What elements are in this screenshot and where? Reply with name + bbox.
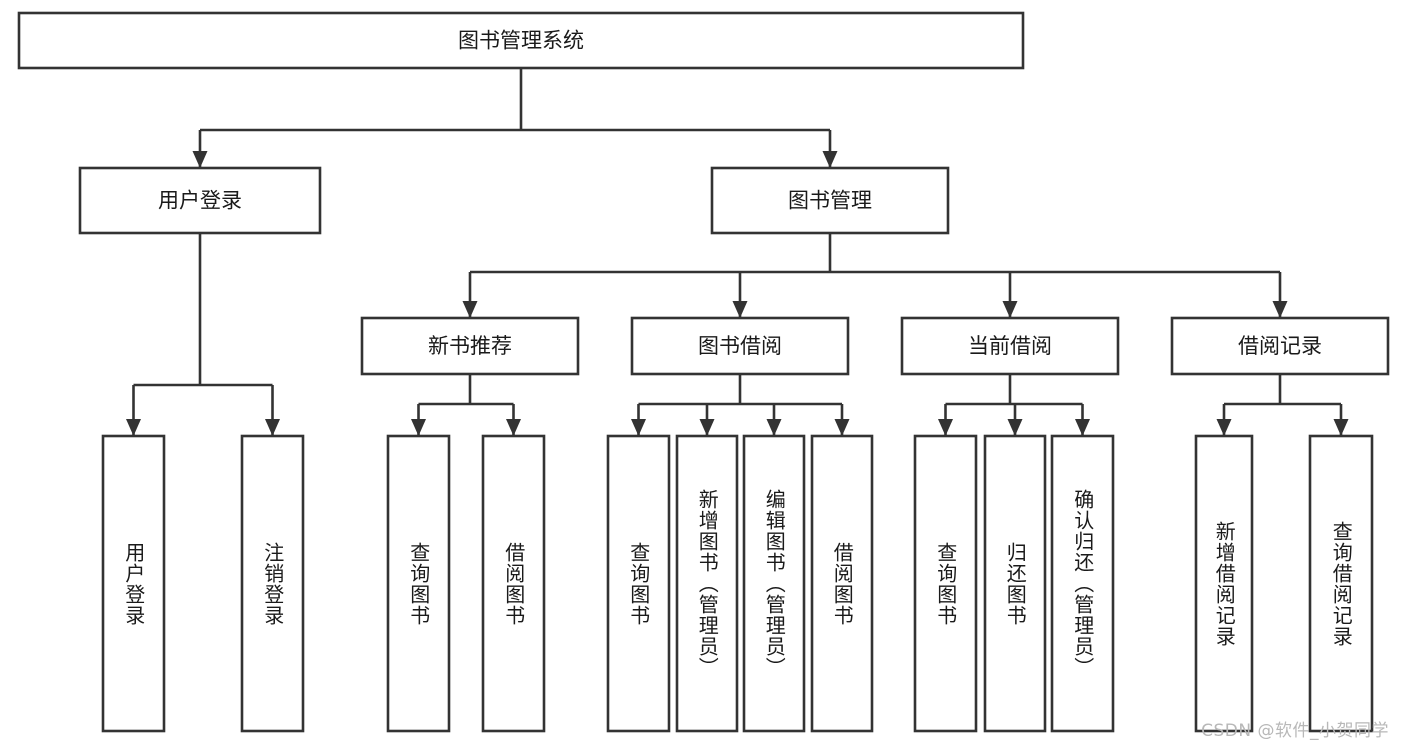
node-newbook[interactable]: 新书推荐 [360,316,580,376]
node-label-newbook: 新书推荐 [428,334,512,358]
node-box-leaf-user-logout [240,434,305,733]
arrow-head-icon [1272,301,1288,318]
node-leaf-record-query[interactable] [1308,434,1374,733]
node-box-leaf-borrow-edit [742,434,806,733]
node-box-leaf-new-query [386,434,451,733]
arrow-head-icon [1007,419,1023,436]
node-box-leaf-record-query [1308,434,1374,733]
node-leaf-borrow-edit[interactable] [742,434,806,733]
arrow-head-icon [1216,419,1232,436]
node-records[interactable]: 借阅记录 [1170,316,1390,376]
arrow-head-icon [411,419,426,436]
node-label-records: 借阅记录 [1238,334,1322,358]
node-leaf-borrow-query[interactable] [606,434,671,733]
node-borrow[interactable]: 图书借阅 [630,316,850,376]
node-box-leaf-user-login [101,434,166,733]
node-leaf-new-borrow[interactable] [481,434,546,733]
arrow-head-icon [265,419,280,436]
watermark-text: CSDN @软件_小贺同学 [1201,721,1389,741]
arrow-head-icon [462,301,478,318]
node-label-login: 用户登录 [158,189,242,213]
node-bookmgmt[interactable]: 图书管理 [710,166,950,235]
arrow-head-icon [506,419,521,436]
node-leaf-current-confirm[interactable] [1050,434,1115,733]
arrow-head-icon [1002,301,1018,318]
node-box-login [78,166,322,235]
node-box-leaf-current-return [983,434,1047,733]
node-leaf-borrow-lend[interactable] [810,434,874,733]
arrow-head-icon [834,419,850,436]
edges-layer [126,68,1349,436]
arrow-head-icon [126,419,141,436]
node-box-leaf-current-confirm [1050,434,1115,733]
node-box-leaf-current-query [913,434,978,733]
node-leaf-current-return[interactable] [983,434,1047,733]
arrow-head-icon [766,419,782,436]
node-label-current: 当前借阅 [968,334,1052,358]
node-current[interactable]: 当前借阅 [900,316,1120,376]
node-box-root [17,11,1025,70]
node-box-borrow [630,316,850,376]
node-label-root: 图书管理系统 [458,29,584,53]
node-root[interactable]: 图书管理系统 [17,11,1025,70]
node-leaf-new-query[interactable] [386,434,451,733]
node-box-current [900,316,1120,376]
node-leaf-record-add[interactable] [1194,434,1254,733]
node-leaf-current-query[interactable] [913,434,978,733]
node-label-borrow: 图书借阅 [698,334,782,358]
arrow-head-icon [732,301,748,318]
arrow-head-icon [1333,419,1349,436]
arrow-head-icon [192,151,208,168]
node-box-leaf-borrow-query [606,434,671,733]
node-box-leaf-borrow-lend [810,434,874,733]
node-box-newbook [360,316,580,376]
node-leaf-user-logout[interactable] [240,434,305,733]
node-box-leaf-new-borrow [481,434,546,733]
arrow-head-icon [699,419,715,436]
arrow-head-icon [631,419,646,436]
arrow-head-icon [938,419,953,436]
node-box-bookmgmt [710,166,950,235]
node-box-records [1170,316,1390,376]
node-box-leaf-borrow-add [675,434,739,733]
node-label-bookmgmt: 图书管理 [788,189,872,213]
node-leaf-user-login[interactable] [101,434,166,733]
node-login[interactable]: 用户登录 [78,166,322,235]
arrow-head-icon [1075,419,1090,436]
arrow-head-icon [822,151,838,168]
node-leaf-borrow-add[interactable] [675,434,739,733]
node-box-leaf-record-add [1194,434,1254,733]
